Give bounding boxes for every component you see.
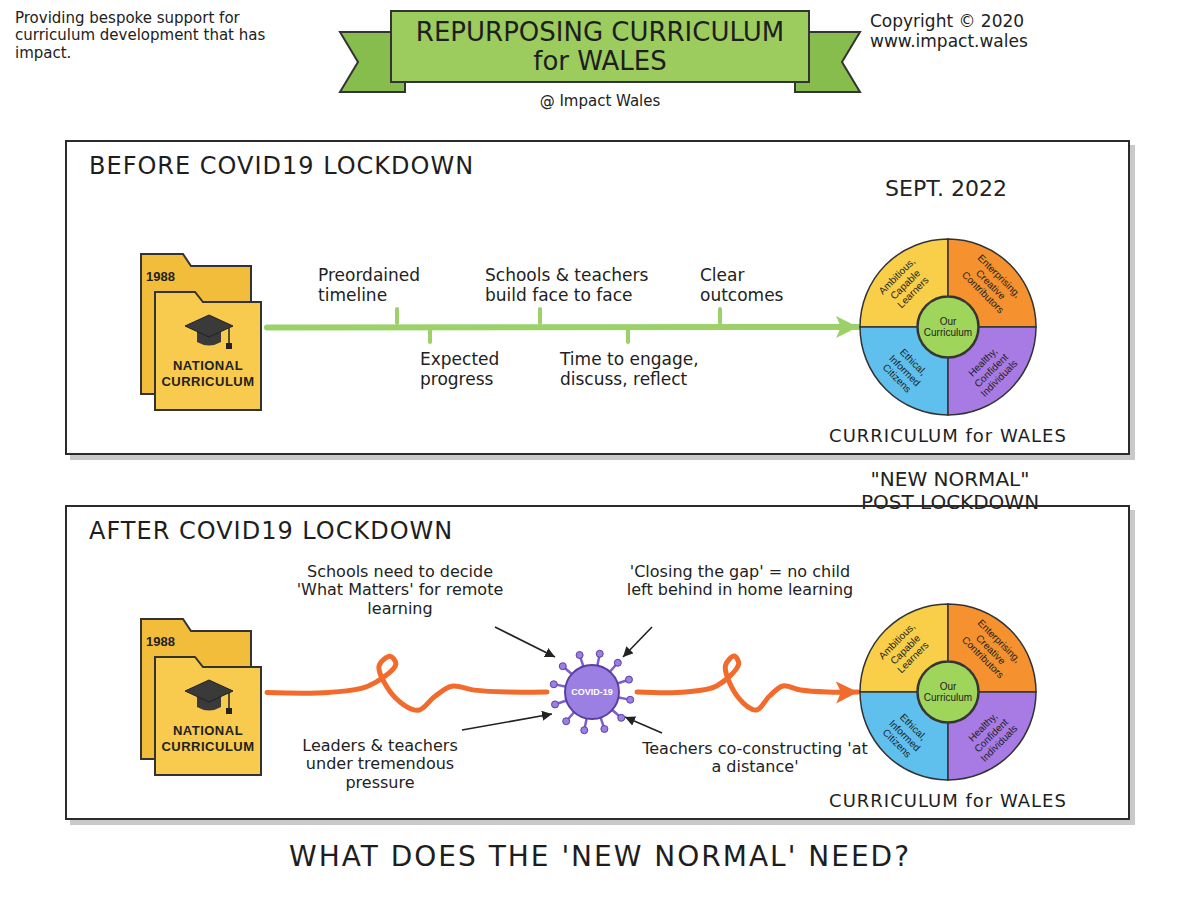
purpose-quadrant: Healthy, Confident Individuals xyxy=(948,692,1038,782)
callout-text: Schools need to decide 'What Matters' fo… xyxy=(285,563,515,618)
virus-knob xyxy=(596,650,603,657)
title-banner: REPURPOSING CURRICULUM for WALES xyxy=(390,10,810,83)
wheel-caption: CURRICULUM for WALES xyxy=(829,425,1067,446)
squiggle-arrow xyxy=(267,656,547,710)
lockdown-panel: 1988NATIONAL CURRICULUM COVID-19 Ambitious… xyxy=(65,505,1130,820)
virus-text: COVID-19 xyxy=(571,687,613,697)
callout-text: Leaders & teachers under tremendous pres… xyxy=(285,737,475,792)
hub-text: Our Curriculum xyxy=(921,681,975,704)
curriculum-wheel: Ambitious, Capable LearnersEnterprising,… xyxy=(858,237,1038,417)
folder-year: 1988 xyxy=(146,634,175,649)
curriculum-folder: 1988NATIONAL CURRICULUM xyxy=(137,615,267,770)
virus-knob xyxy=(627,696,634,703)
virus-knob xyxy=(581,727,588,734)
wheel-caption: CURRICULUM for WALES xyxy=(829,790,1067,811)
tagline: Providing bespoke support for curriculum… xyxy=(15,10,300,62)
virus-knob xyxy=(614,659,621,666)
purpose-quadrant: Healthy, Confident Individuals xyxy=(948,327,1038,417)
virus-knob xyxy=(559,663,566,670)
quadrant-fill xyxy=(860,692,948,780)
virus-body xyxy=(565,665,619,719)
handle: @ Impact Wales xyxy=(500,93,700,110)
panel-heading: BEFORE COVID19 LOCKDOWN xyxy=(89,152,474,180)
callout-text: Teachers co-constructing 'at a distance' xyxy=(640,740,870,777)
leader-arrows xyxy=(462,627,662,733)
purpose-quadrant: Ethical, Informed Citizens xyxy=(858,327,948,417)
quadrant-fill xyxy=(860,327,948,415)
virus-knob xyxy=(550,681,557,688)
timeline-tick xyxy=(718,309,722,323)
virus-knob xyxy=(576,652,583,659)
timeline-label: Preordained timeline xyxy=(318,266,448,305)
timeline-label: Expected progress xyxy=(420,350,530,389)
timeline-arrow xyxy=(267,324,858,331)
folder-front xyxy=(155,657,261,775)
cap-tassel-end xyxy=(226,343,232,349)
timeline-label: Schools & teachers build face to face xyxy=(485,266,665,305)
timeline-label: Clear outcomes xyxy=(700,266,810,305)
covid-virus: COVID-19 xyxy=(547,647,637,737)
folder-label: NATIONAL CURRICULUM xyxy=(156,358,260,391)
panel-heading: AFTER COVID19 LOCKDOWN xyxy=(89,517,453,545)
virus-knob xyxy=(625,676,632,683)
hub-fill xyxy=(918,297,978,357)
cap-tassel-end xyxy=(226,708,232,714)
closing-question: WHAT DOES THE 'NEW NORMAL' NEED? xyxy=(0,840,1200,873)
lockdown-panel: 1988NATIONAL CURRICULUM Ambitious, Capabl… xyxy=(65,140,1130,455)
leader-arrow xyxy=(625,717,662,733)
cap-board xyxy=(185,680,233,702)
leader-arrow xyxy=(623,627,652,657)
curriculum-wheel: Ambitious, Capable LearnersEnterprising,… xyxy=(858,602,1038,782)
folder-year: 1988 xyxy=(146,269,175,284)
cap-tassel xyxy=(228,693,230,709)
callout-text: 'Closing the gap' = no child left behind… xyxy=(625,563,855,600)
folder-front xyxy=(155,292,261,410)
hub-text: Our Curriculum xyxy=(921,316,975,339)
date-label: SEPT. 2022 xyxy=(866,176,1026,201)
timeline-tick xyxy=(395,309,399,323)
timeline-tick xyxy=(538,309,542,323)
virus-knob xyxy=(563,718,570,725)
new-normal-heading: "NEW NORMAL" POST LOCKDOWN xyxy=(850,468,1050,514)
leader-arrow xyxy=(495,627,555,657)
copyright-note: Copyright © 2020 www.impact.wales xyxy=(870,12,1070,51)
purpose-quadrant: Ethical, Informed Citizens xyxy=(858,692,948,782)
virus-knob xyxy=(618,714,625,721)
quadrant-fill xyxy=(948,327,1036,415)
cap-board xyxy=(185,315,233,337)
folder-label: NATIONAL CURRICULUM xyxy=(156,723,260,756)
squiggle-arrow xyxy=(637,656,858,710)
virus-knob xyxy=(601,725,608,732)
virus-knob xyxy=(552,701,559,708)
hub-fill xyxy=(918,662,978,722)
timeline-label: Time to engage, discuss, reflect xyxy=(560,350,740,389)
quadrant-fill xyxy=(948,692,1036,780)
leader-arrow xyxy=(462,714,552,730)
cap-tassel xyxy=(228,328,230,344)
curriculum-folder: 1988NATIONAL CURRICULUM xyxy=(137,250,267,405)
